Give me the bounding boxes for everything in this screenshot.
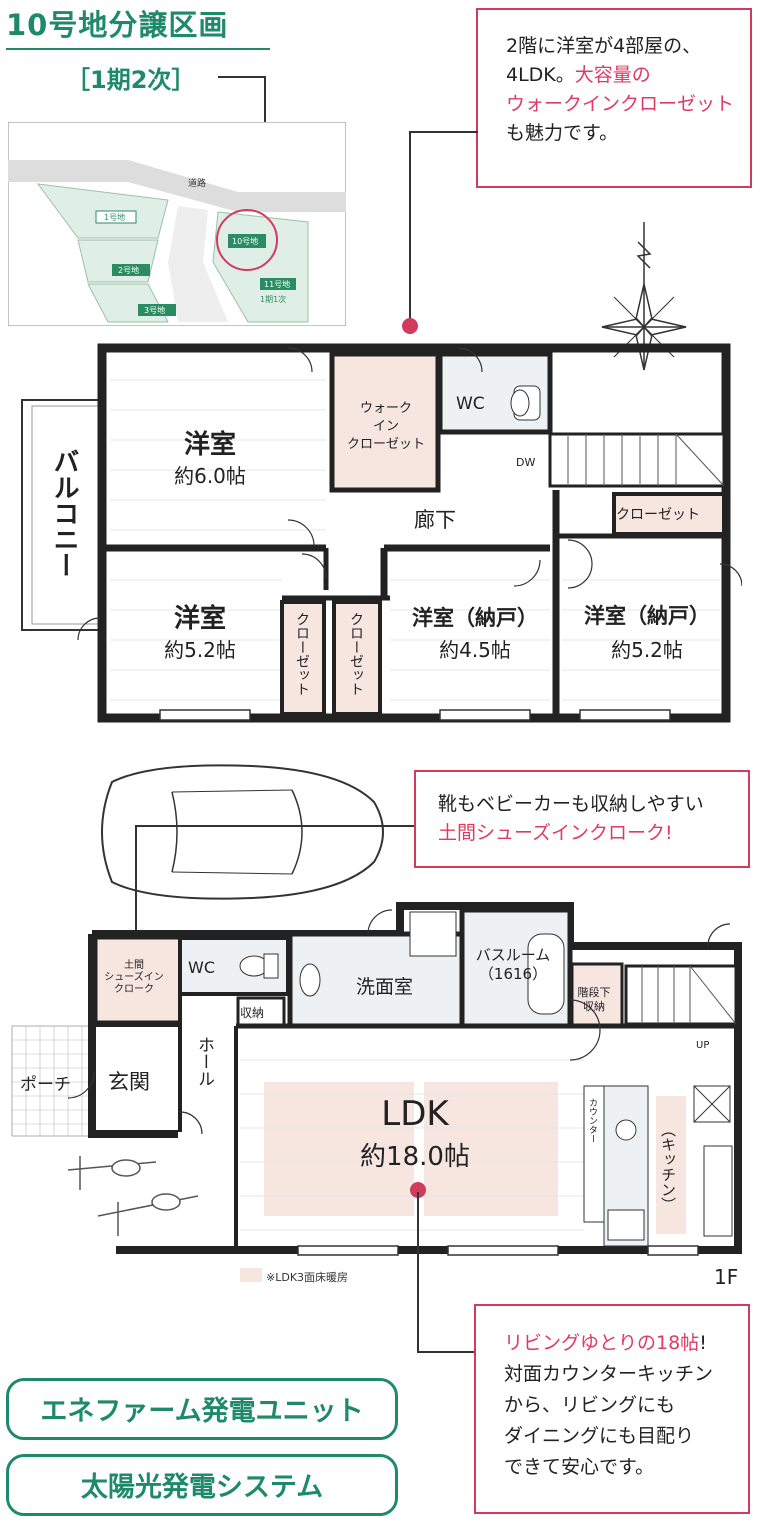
wic-label: ウォーク イン クローゼット <box>346 401 425 452</box>
sitemap-road-label: 道路 <box>188 177 206 189</box>
stair-storage-label: 階段下 収納 <box>577 986 611 1013</box>
sitemap-lot-10: 10号地 <box>232 236 258 246</box>
dw-label: DW <box>516 456 536 469</box>
entrance-label: 玄関 <box>108 1070 150 1094</box>
floor2-wc-label: WC <box>456 394 485 414</box>
up-label: UP <box>696 1040 710 1051</box>
callout-bottom: リビングゆとりの18帖! 対面カウンターキッチン から、リビングにも ダイニング… <box>474 1304 750 1514</box>
floor-heat-swatch <box>240 1268 262 1282</box>
feature-solar: 太陽光発電システム <box>6 1454 398 1516</box>
room1-name: 洋室 <box>183 430 236 460</box>
callout-bottom-leader <box>417 1192 478 1353</box>
title-rule <box>6 48 270 50</box>
porch-label: ポーチ <box>20 1075 71 1095</box>
floor1-label: 1F <box>714 1265 739 1289</box>
room2-size: 約5.2帖 <box>164 638 236 662</box>
callout-middle: 靴もベビーカーも収納しやすい 土間シューズインクローク! <box>414 770 750 868</box>
wash-room-label: 洗面室 <box>356 976 414 998</box>
callout-top: 2階に洋室が4部屋の、 4LDK。大容量の ウォークインクローゼット も魅力です… <box>476 8 752 188</box>
sitemap-lot-1: 1号地 <box>104 212 125 222</box>
car-icon <box>101 764 384 900</box>
room1-size: 約6.0帖 <box>174 464 246 488</box>
callout-bottom-line3: から、リビングにも <box>504 1394 676 1416</box>
ldk-size: 約18.0帖 <box>360 1142 470 1172</box>
room4-size: 約5.2帖 <box>611 638 683 662</box>
storage-label: 収納 <box>240 1006 265 1020</box>
counter-label: カウンター <box>587 1098 597 1143</box>
callout-top-line1: 2階に洋室が4部屋の、 <box>506 35 702 57</box>
closet-top-label: クローゼット <box>616 507 700 523</box>
closet-b-label: クローゼット <box>348 612 364 696</box>
sitemap-phase-11: 1期1次 <box>260 294 286 304</box>
hall-1f-label: ホール <box>194 1036 214 1087</box>
callout-top-leader <box>402 131 478 334</box>
sitemap-lot-3: 3号地 <box>144 305 165 315</box>
callout-top-line4: も魅力です。 <box>506 122 619 144</box>
floor1-wc-label: WC <box>188 958 215 977</box>
page-title: 10号地分譲区画 <box>6 8 229 42</box>
floor-plan-2f: 2F <box>21 343 742 723</box>
callout-bottom-line1a: リビングゆとりの18帖 <box>504 1332 700 1354</box>
floor-plan-1f <box>11 902 742 1256</box>
callout-top-line3: ウォークインクローゼット <box>506 93 735 115</box>
callout-middle-line1: 靴もベビーカーも収納しやすい <box>438 793 704 815</box>
phase-label: ［1期2次］ <box>66 66 196 94</box>
ldk-name: LDK <box>381 1094 449 1134</box>
sitemap-lot-11: 11号地 <box>264 279 290 289</box>
room3-name: 洋室（納戸） <box>412 606 538 630</box>
room3-size: 約4.5帖 <box>439 638 511 662</box>
hall-2f-label: 廊下 <box>414 508 456 532</box>
room2-name: 洋室 <box>173 604 226 634</box>
callout-bottom-line1b: ! <box>699 1332 707 1354</box>
callout-top-line2b: 大容量の <box>574 64 651 86</box>
phase-leader-line <box>218 76 266 78</box>
callout-top-line2a: 4LDK。 <box>506 64 575 86</box>
balcony-label: バルコニー <box>49 448 79 578</box>
callout-bottom-line4: ダイニングにも目配り <box>504 1425 695 1447</box>
callout-middle-line2: 土間シューズインクローク! <box>438 822 673 844</box>
room4-name: 洋室（納戸） <box>584 604 710 628</box>
sitemap-lot-2: 2号地 <box>118 265 139 275</box>
callout-bottom-line5: できて安心です。 <box>504 1456 655 1478</box>
callout-bottom-line2: 対面カウンターキッチン <box>504 1363 714 1385</box>
shoes-closet-label: 土間 シューズイン クローク <box>104 960 164 995</box>
closet-a-label: クローゼット <box>294 612 310 696</box>
kitchen-label: （キッチン） <box>659 1122 677 1212</box>
floor-heat-note: ※LDK3面床暖房 <box>266 1271 349 1284</box>
site-map: 道路 1号地 2号地 3号地 10号地 11号地 1期1次 <box>8 122 346 326</box>
feature-enefarm: エネファーム発電ユニット <box>6 1378 398 1440</box>
bath-label: バスルーム （1616） <box>475 946 551 983</box>
